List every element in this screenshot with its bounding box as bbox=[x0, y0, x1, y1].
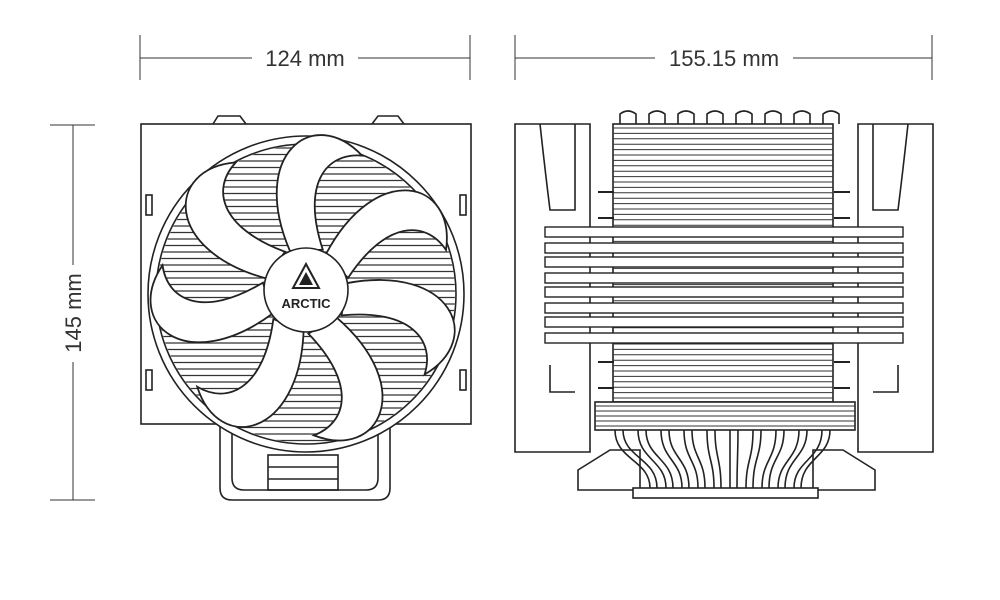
cooler-side-view bbox=[514, 110, 934, 499]
lower-fin-lines bbox=[595, 405, 855, 427]
brand-logo-text: ARCTIC bbox=[281, 296, 331, 311]
fan-hub bbox=[263, 247, 349, 333]
dimension-height: 145 mm bbox=[50, 124, 95, 501]
heatpipes-bent bbox=[614, 429, 831, 489]
dimension-width-front: 124 mm bbox=[139, 35, 471, 80]
dimension-width-side: 155.15 mm bbox=[514, 35, 933, 80]
base-plate bbox=[632, 487, 819, 499]
dimension-label-145: 145 mm bbox=[61, 273, 86, 352]
cooler-front-view: ARCTIC bbox=[140, 115, 472, 501]
fan-blades bbox=[149, 134, 456, 442]
arctic-triangle-logo-icon bbox=[291, 261, 321, 289]
heatpipe-caps bbox=[619, 110, 840, 124]
dimension-label-155: 155.15 mm bbox=[669, 46, 779, 71]
dimension-label-124: 124 mm bbox=[265, 46, 344, 71]
heatpipes-horizontal bbox=[544, 191, 904, 389]
